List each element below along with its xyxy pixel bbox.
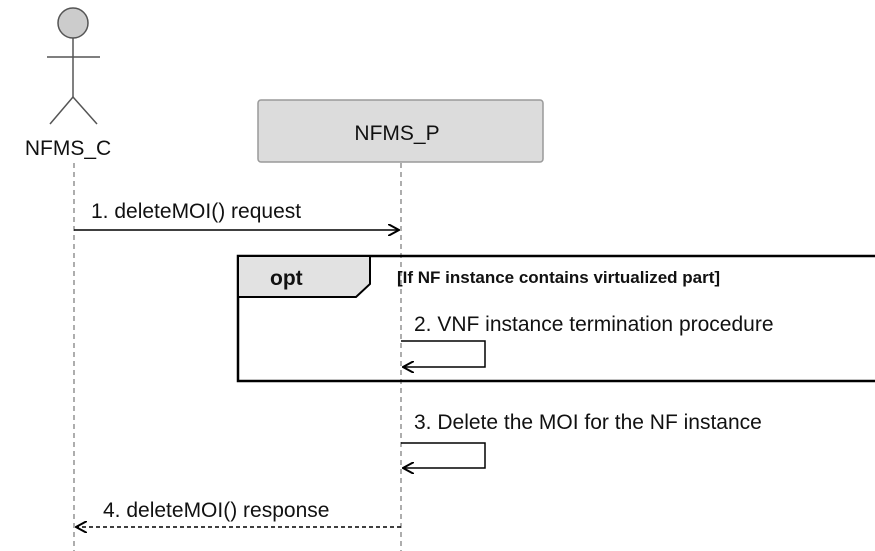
message-3-label: 3. Delete the MOI for the NF instance [414,411,762,434]
message-3: 3. Delete the MOI for the NF instance [401,411,762,468]
message-2-arrow [401,340,486,367]
message-2-label: 2. VNF instance termination procedure [414,313,774,336]
actor-nfms-c: NFMS_C [25,7,111,160]
fragment-operator: opt [270,267,303,290]
message-3-arrow [401,442,486,468]
opt-fragment: opt [If NF instance contains virtualized… [236,254,875,383]
participant-box [257,99,544,163]
fragment-frame [236,254,875,383]
message-2: 2. VNF instance termination procedure [401,313,774,367]
message-4-label: 4. deleteMOI() response [103,499,329,522]
fragment-guard: [If NF instance contains virtualized par… [397,268,720,287]
participant-label: NFMS_P [354,122,439,145]
participant-nfms-p: NFMS_P [257,99,544,163]
fragment-operator-tab [237,255,371,298]
message-4: 4. deleteMOI() response [77,499,401,527]
actor-label: NFMS_C [25,137,111,160]
message-1: 1. deleteMOI() request [74,200,398,230]
message-1-label: 1. deleteMOI() request [91,200,301,223]
actor-head [57,7,89,39]
